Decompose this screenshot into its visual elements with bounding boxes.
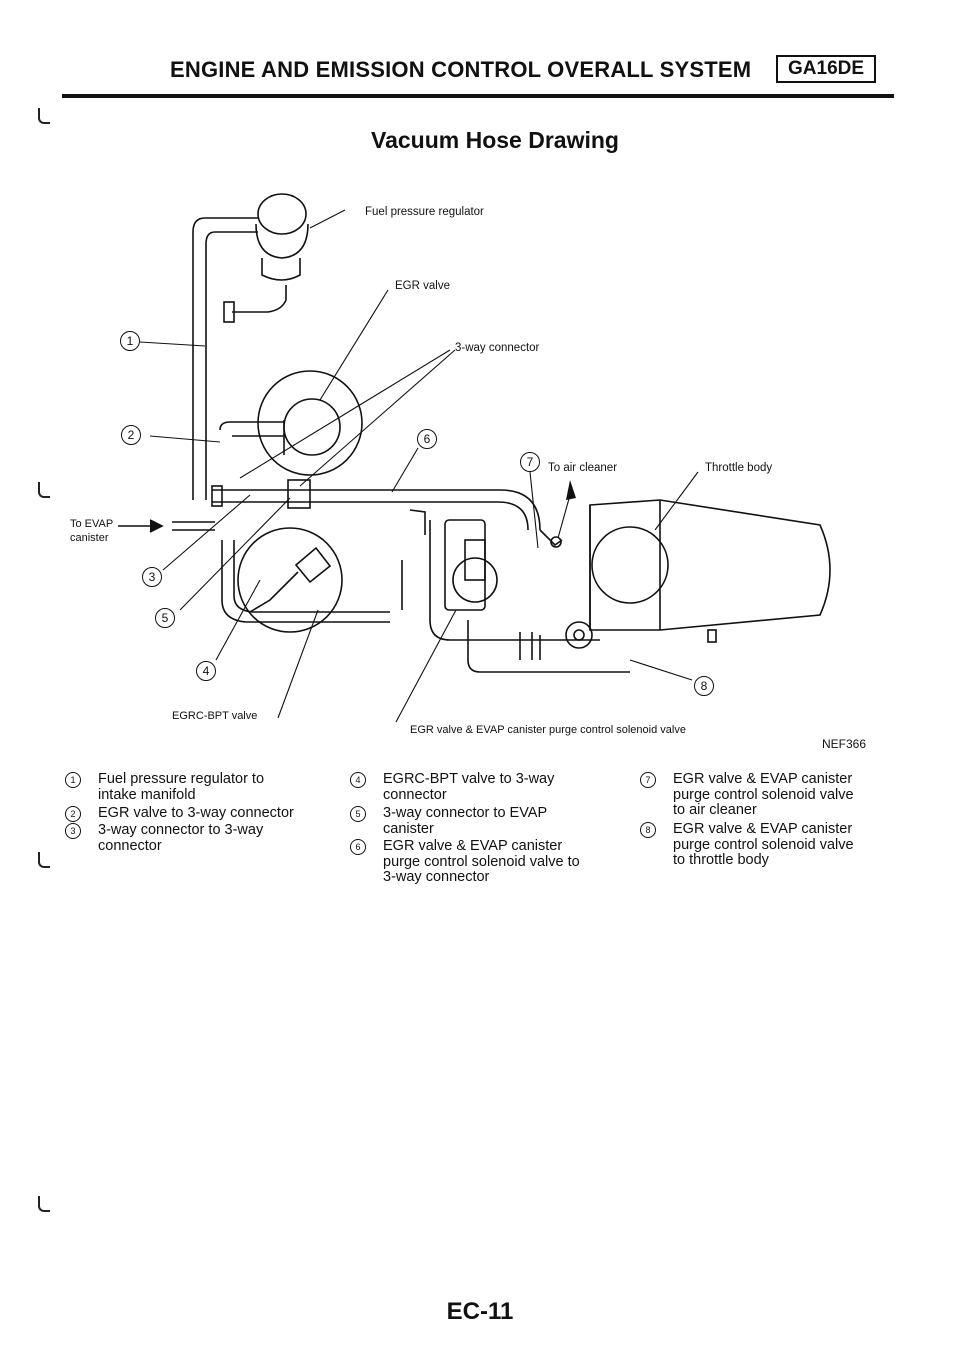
legend-text: EGR valve to 3-way connector [98,805,294,821]
callout-5: 5 [155,608,175,628]
page-number: EC-11 [446,1298,514,1325]
legend-item: 6 EGR valve & EVAP canister purge contro… [350,838,593,886]
header-rule [62,94,894,98]
legend-text: EGR valve & EVAP canister purge control … [383,838,580,885]
legend-number: 1 [65,772,81,788]
legend-number: 5 [350,806,366,822]
margin-mark [38,482,50,498]
legend-item: 3 3-way connector to 3-way connector [65,822,283,854]
margin-mark [38,1196,50,1212]
legend-item: 2 EGR valve to 3-way connector [65,805,308,822]
legend-text: EGRC-BPT valve to 3-way connector [383,771,555,803]
label-evap-canister: canister [70,532,109,544]
legend-text: 3-way connector to 3-way connector [98,822,264,854]
legend-number: 8 [640,822,656,838]
callout-6: 6 [417,429,437,449]
callout-7: 7 [520,452,540,472]
legend-item: 7 EGR valve & EVAP canister purge contro… [640,771,868,819]
margin-mark [38,852,50,868]
callout-8: 8 [694,676,714,696]
label-to-air-cleaner: To air cleaner [548,462,618,474]
label-egrc-bpt-valve: EGRC-BPT valve [172,710,258,722]
hose-1 [192,217,258,500]
label-solenoid-valve: EGR valve & EVAP canister purge control … [410,724,686,736]
legend-item: 5 3-way connector to EVAP canister [350,805,573,837]
legend-number: 3 [65,823,81,839]
callout-2: 2 [121,425,141,445]
page-header-title: ENGINE AND EMISSION CONTROL OVERALL SYST… [170,57,752,82]
legend-number: 4 [350,772,366,788]
figure-code: NEF366 [822,737,867,751]
legend-text: EGR valve & EVAP canister purge control … [673,771,854,818]
label-egr-valve: EGR valve [395,280,450,292]
fuel-pressure-regulator-shape [223,193,309,323]
legend-item: 1 Fuel pressure regulator to intake mani… [65,771,298,803]
legend-item: 8 EGR valve & EVAP canister purge contro… [640,821,868,869]
throttle-body-shape [589,499,831,631]
legend-item: 4 EGRC-BPT valve to 3-way connector [350,771,578,803]
callout-3: 3 [142,567,162,587]
label-three-way-connector: 3-way connector [455,342,540,354]
model-badge: GA16DE [776,55,877,83]
vacuum-hose-diagram [118,193,831,723]
label-to-evap: To EVAP [70,518,114,530]
egr-valve-shape [257,370,363,476]
legend-text: EGR valve & EVAP canister purge control … [673,821,854,868]
legend-text: 3-way connector to EVAP canister [383,805,547,837]
label-fuel-pressure-regulator: Fuel pressure regulator [365,206,484,218]
legend-number: 7 [640,772,656,788]
legend-text: Fuel pressure regulator to intake manifo… [98,771,265,803]
legend-number: 6 [350,839,366,855]
callout-1: 1 [120,331,140,351]
label-throttle-body: Throttle body [705,462,773,474]
page-subtitle: Vacuum Hose Drawing [371,127,619,153]
callout-4: 4 [196,661,216,681]
legend-number: 2 [65,806,81,822]
three-way-connector-shape [287,479,311,509]
egrc-bpt-valve-shape [237,527,343,633]
margin-mark [38,108,50,124]
